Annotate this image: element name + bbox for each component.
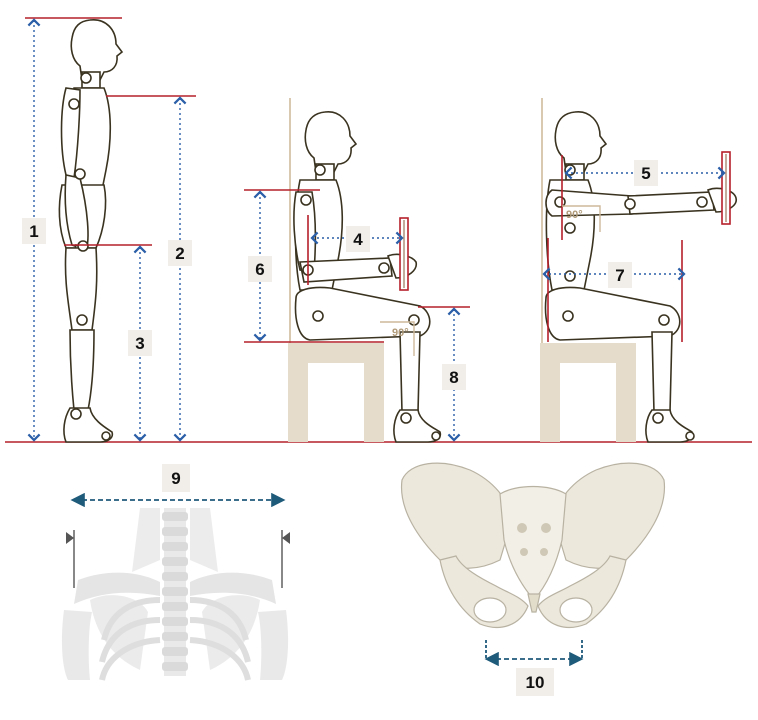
svg-text:10: 10: [526, 673, 545, 692]
svg-text:3: 3: [135, 334, 144, 353]
svg-text:5: 5: [641, 164, 650, 183]
label-5: 5: [634, 160, 658, 186]
knee-angle-mark: [380, 321, 415, 356]
label-3: 3: [128, 330, 152, 356]
svg-text:4: 4: [353, 230, 363, 249]
label-7: 7: [608, 262, 632, 288]
label-4: 4: [346, 226, 370, 252]
standing-figure: [58, 19, 124, 443]
label-9: 9: [162, 464, 190, 492]
svg-text:2: 2: [175, 244, 184, 263]
elbow-angle-mark: [562, 205, 601, 232]
chair-2: [540, 343, 636, 442]
reaching-figure: [544, 111, 737, 443]
svg-text:7: 7: [615, 266, 624, 285]
svg-text:1: 1: [29, 222, 38, 241]
chair-1: [288, 343, 384, 442]
pelvis-bone: [400, 462, 666, 628]
label-8: 8: [442, 364, 466, 390]
svg-text:9: 9: [171, 469, 180, 488]
knee-angle-label: 90°: [392, 327, 409, 339]
elbow-angle-label: 90°: [566, 209, 583, 221]
svg-text:8: 8: [449, 368, 458, 387]
label-1: 1: [22, 218, 46, 244]
label-6: 6: [248, 256, 272, 282]
label-10: 10: [516, 668, 554, 696]
label-2: 2: [168, 240, 192, 266]
shoulder-skeleton: [61, 508, 289, 681]
svg-text:6: 6: [255, 260, 264, 279]
